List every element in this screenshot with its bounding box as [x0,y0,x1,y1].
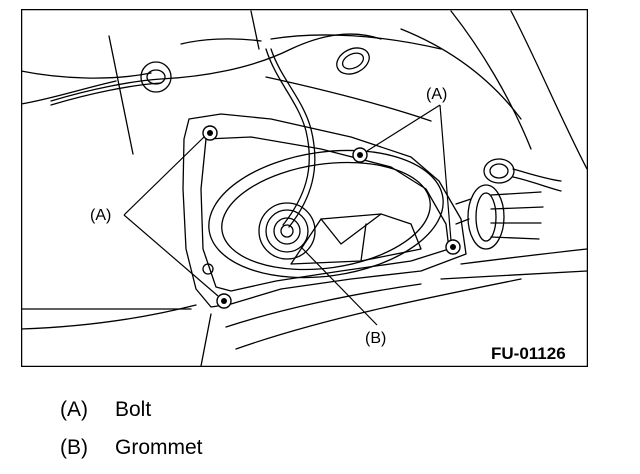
connector [467,184,505,250]
body-panel-line [21,304,197,330]
fuel-pump-body [320,213,382,245]
fuel-pump-body [360,223,367,262]
body-panel-line [250,10,260,50]
body-panel-line [270,34,442,50]
connector [489,163,509,179]
callout-a-top: (A) [426,86,447,103]
bolt-head [221,298,227,304]
plate-hole [202,263,214,275]
connector [490,191,544,240]
pump-harness [270,48,316,228]
legend-row-grommet: (B) Grommet [60,436,203,474]
connector [512,176,562,192]
legend: (A) Bolt (B) Grommet [60,398,203,474]
body-panel-line [450,10,532,150]
illustration: (A) (A) (B) FU-01126 [21,9,588,367]
access-cover-plate-inner [200,136,450,292]
body-panel-line [400,28,522,120]
service-hole-gasket-inner [221,161,431,271]
callout-a-left: (A) [90,207,111,224]
legend-row-bolt: (A) Bolt [60,398,203,436]
legend-key: (B) [60,436,88,459]
legend-key: (A) [60,398,88,421]
body-panel-line [225,283,422,328]
body-panel-line [265,76,432,122]
leader-line-a-top [366,104,441,152]
pump-harness [265,48,310,226]
body-hole [336,47,370,75]
grommet [258,202,316,260]
grommet [265,209,309,253]
body-hole [341,52,365,70]
figure-code: FU-01126 [491,344,566,363]
body-panel-line [440,270,588,280]
harness-clip [140,61,172,93]
access-cover-plate [182,113,467,308]
body-panel-line [21,70,152,79]
body-panel-line [180,38,262,45]
bolt-head [450,244,456,250]
body-panel-line [460,248,588,265]
connector [512,168,562,182]
leader-line-b [300,246,378,326]
legend-text: Grommet [115,436,203,459]
grommet [273,217,301,245]
connector [475,192,497,242]
leader-line-a-left [123,136,205,216]
body-panel-line [510,10,588,170]
bolt-head [357,152,363,158]
harness-wire [50,82,162,106]
body-panel-line [200,313,212,367]
harness-wire [50,33,382,102]
legend-text: Bolt [115,398,152,421]
callout-b: (B) [365,330,386,347]
leader-line-a-left [123,214,219,297]
leader-line-a-top [439,104,452,242]
connector [483,158,515,184]
body-panel-line [108,35,134,155]
service-hole-gasket [208,149,444,279]
bolt-head [207,130,213,136]
connector [455,198,472,225]
body-panel-line [235,278,522,350]
grommet [280,224,294,238]
body-panel-line [21,80,117,105]
